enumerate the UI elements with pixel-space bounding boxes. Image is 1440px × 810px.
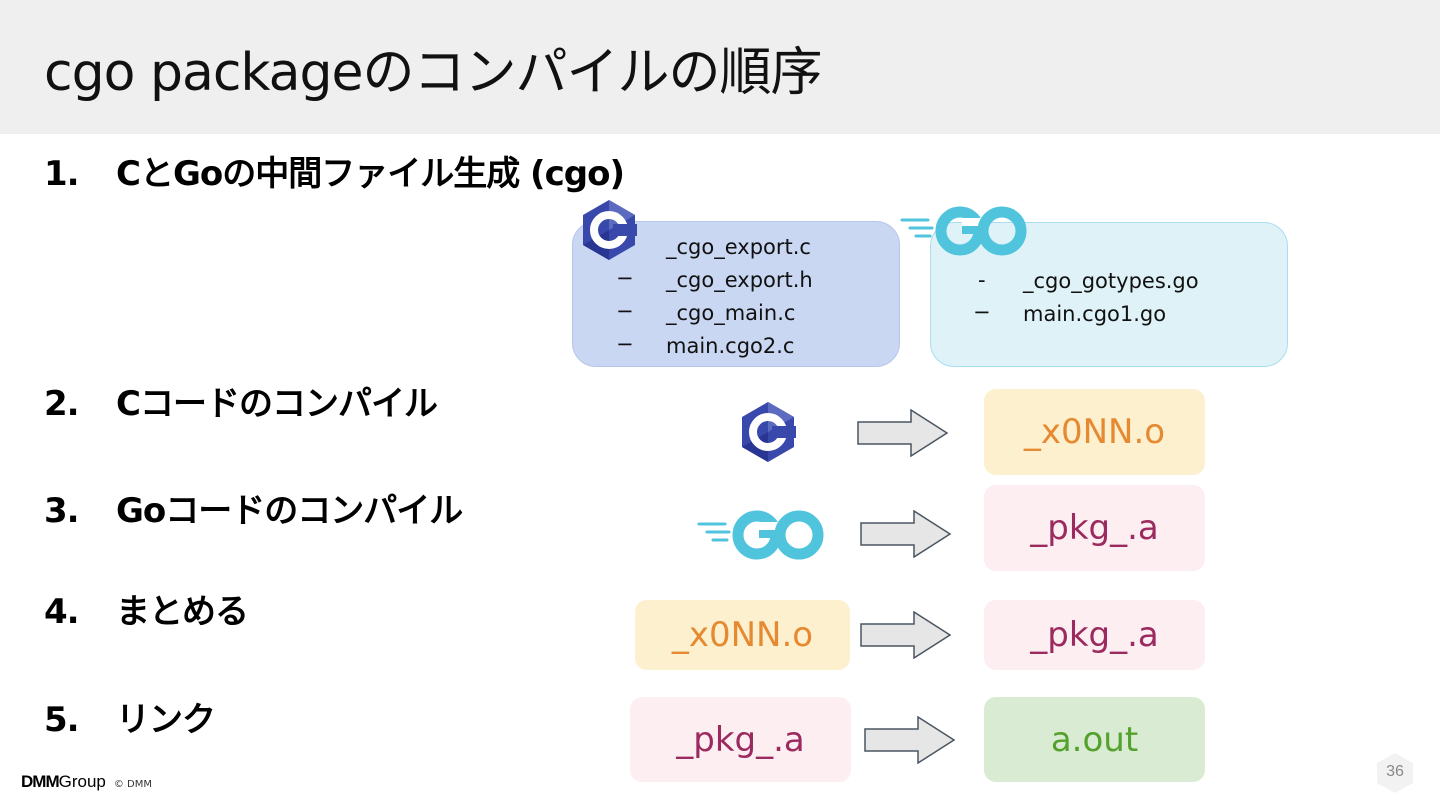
step-1: 1. CとGoの中間ファイル生成 (cgo)	[44, 146, 625, 195]
c-file-item: _cgo_export.c	[666, 235, 811, 259]
right-arrow-icon	[860, 510, 952, 558]
list-dash: −	[973, 300, 991, 324]
object-file-box: _x0NN.o	[984, 389, 1205, 475]
list-dash: -	[978, 268, 986, 292]
list-dash: −	[616, 332, 634, 356]
step-3-number: 3.	[44, 491, 80, 531]
executable-file-box: a.out	[984, 697, 1205, 782]
brand-dmm: DMM	[21, 772, 60, 791]
c-file-item: _cgo_main.c	[666, 301, 796, 325]
step-1-label: CとGoの中間ファイル生成 (cgo)	[116, 154, 625, 194]
step-4: 4. まとめる	[44, 584, 249, 633]
page-number-badge: 36	[1376, 752, 1414, 794]
right-arrow-icon	[860, 611, 952, 659]
right-arrow-icon	[864, 716, 956, 764]
archive-file-box: _pkg_.a	[984, 485, 1205, 571]
brand-group: Group	[58, 772, 106, 791]
go-gopher-logo-icon	[900, 206, 1027, 256]
step-1-number: 1.	[44, 154, 80, 194]
step-5-number: 5.	[44, 700, 80, 740]
go-gopher-logo-icon	[697, 510, 824, 560]
dmm-group-logo: DMMGroup © DMM	[21, 772, 152, 792]
c-language-icon	[742, 402, 796, 462]
copyright-text: © DMM	[113, 779, 152, 790]
go-file-item: _cgo_gotypes.go	[1023, 269, 1199, 293]
step-2-label: Cコードのコンパイル	[116, 384, 438, 424]
step-5-label: リンク	[116, 700, 216, 740]
go-file-item: main.cgo1.go	[1023, 302, 1167, 326]
step-4-number: 4.	[44, 592, 80, 632]
title-bar	[0, 0, 1440, 134]
archive-file-box: _pkg_.a	[984, 600, 1205, 670]
object-file-box: _x0NN.o	[635, 600, 850, 670]
step-2-number: 2.	[44, 384, 80, 424]
list-dash: −	[616, 266, 634, 290]
page-number: 36	[1386, 763, 1404, 780]
step-3-label: Goコードのコンパイル	[116, 491, 463, 531]
c-language-icon	[583, 200, 637, 260]
c-file-item: _cgo_export.h	[666, 268, 813, 292]
c-file-item: main.cgo2.c	[666, 334, 795, 358]
right-arrow-icon	[857, 409, 949, 457]
hexagon-icon	[1377, 753, 1413, 793]
archive-file-box: _pkg_.a	[630, 697, 851, 782]
step-5: 5. リンク	[44, 692, 216, 741]
step-3: 3. Goコードのコンパイル	[44, 483, 463, 532]
step-2: 2. Cコードのコンパイル	[44, 376, 438, 425]
step-4-label: まとめる	[116, 592, 249, 632]
list-dash: −	[616, 299, 634, 323]
slide-title: cgo packageのコンパイルの順序	[44, 43, 822, 103]
